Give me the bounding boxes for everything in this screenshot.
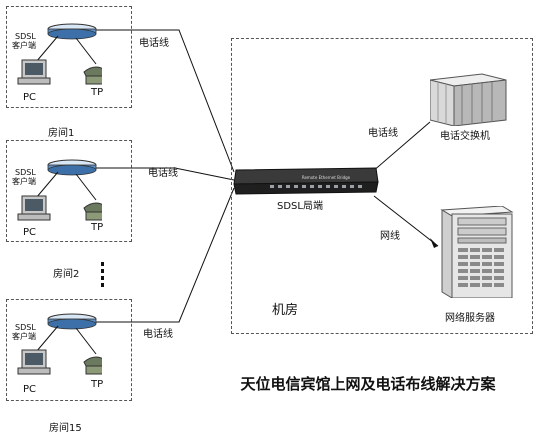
phone-line-label-room2: 电话线 [148,168,178,179]
telephone-icon [83,66,102,85]
phone-line-switch [371,121,431,173]
room-1-pc: PC [23,92,37,103]
pc-icon [17,349,51,375]
phone-line-label-room1: 电话线 [139,38,169,49]
room-2-label: 房间2 [53,269,80,280]
phone-line-room1 [80,29,235,173]
room-1-tp: TP [91,87,104,98]
room-15-pc: PC [23,384,37,395]
room-2-devices [17,159,102,221]
diagram-caption: 天位电信宾馆上网及电话布线解决方案 [240,375,496,393]
bridge-label: SDSL局端 [277,201,323,212]
room-15-label: 房间15 [49,423,82,434]
sdsl-modem-icon [47,23,97,40]
machine-room-box [231,38,533,334]
room-2-client: 客户端 [12,177,36,186]
room-15-devices [17,313,102,375]
room-2-box [6,140,132,242]
room-15-sdsl: SDSL [15,323,36,332]
room-2-pc: PC [23,227,37,238]
phone-line-room2 [80,167,235,181]
sdsl-modem-icon [47,159,97,176]
phone-line-room15 [80,187,235,323]
network-arrowhead [430,238,438,248]
bridge-port-leds [270,185,362,188]
server-icon [440,206,514,298]
room-1-box [6,6,132,108]
phone-switch-icon [430,73,507,126]
room-15-client: 客户端 [12,332,36,341]
ellipsis-dots [101,262,105,290]
pc-icon [17,195,51,221]
pc-icon [17,59,51,85]
telephone-icon [83,356,102,375]
bridge-front-text: Remote Ethernet Bridge [302,175,351,180]
room-1-client: 客户端 [12,41,36,50]
room-1-sdsl: SDSL [15,32,36,41]
room-15-box [6,299,132,401]
room-1-devices [17,23,102,85]
telephone-icon [83,202,102,221]
network-line-server [373,195,439,247]
sdsl-modem-icon [47,313,97,330]
phone-line-label-switch: 电话线 [368,128,398,139]
room-2-sdsl: SDSL [15,168,36,177]
phone-switch-label: 电话交换机 [440,131,490,142]
room-15-tp: TP [91,379,104,390]
room-2-tp: TP [91,222,104,233]
machine-room-label: 机房 [272,303,299,318]
bridge-device: Remote Ethernet Bridge [233,167,379,195]
phone-line-label-room15: 电话线 [143,329,173,340]
server-label: 网络服务器 [445,313,495,324]
server-vent-grid [458,248,504,287]
room-1-label: 房间1 [48,128,75,139]
network-line-label: 网线 [380,231,400,242]
